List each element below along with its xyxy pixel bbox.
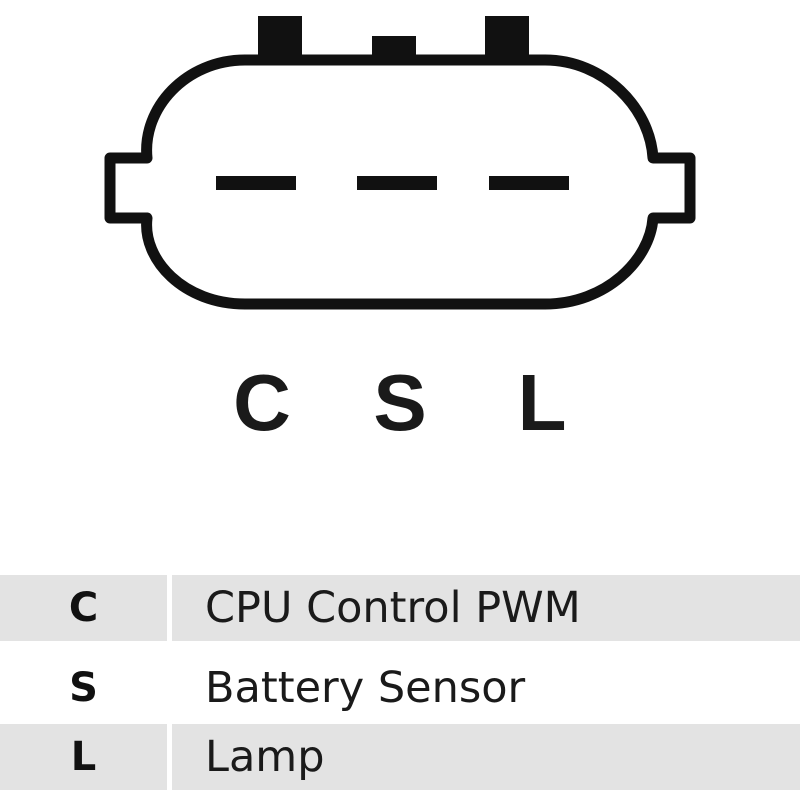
- connector-diagram: [104, 16, 696, 310]
- legend-key: C: [0, 575, 167, 641]
- legend-description: CPU Control PWM: [172, 575, 800, 641]
- pin-label-c: C: [233, 358, 291, 447]
- pin-label-l: L: [517, 358, 567, 447]
- legend-description: Battery Sensor: [172, 655, 800, 721]
- pin-slot-s: [357, 176, 437, 190]
- legend-row-s: S Battery Sensor: [0, 655, 800, 721]
- pin-slot-l: [489, 176, 569, 190]
- connector-tab-left: [258, 16, 302, 60]
- legend-row-c: C CPU Control PWM: [0, 575, 800, 641]
- pin-slot-c: [216, 176, 296, 190]
- legend-key: L: [0, 724, 167, 790]
- legend-description: Lamp: [172, 724, 800, 790]
- connector-tab-right: [485, 16, 529, 60]
- legend-key: S: [0, 655, 167, 721]
- pin-label-s: S: [373, 358, 427, 447]
- legend-row-l: L Lamp: [0, 724, 800, 790]
